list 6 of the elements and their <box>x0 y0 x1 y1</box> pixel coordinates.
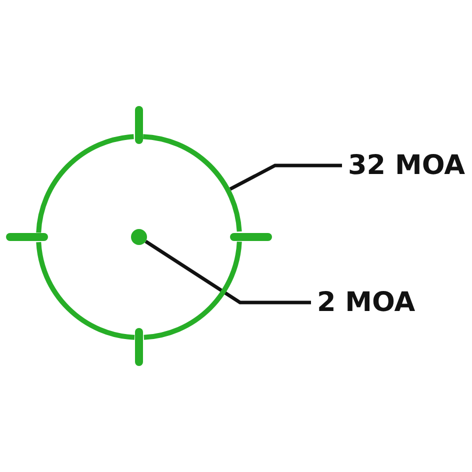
leader-line <box>144 240 311 304</box>
reticle-ring <box>36 134 242 340</box>
leader-line <box>229 164 342 191</box>
center-dot <box>131 229 147 245</box>
measurement-label: 2 MOA <box>311 289 416 316</box>
measurement-label: 32 MOA <box>342 152 465 179</box>
